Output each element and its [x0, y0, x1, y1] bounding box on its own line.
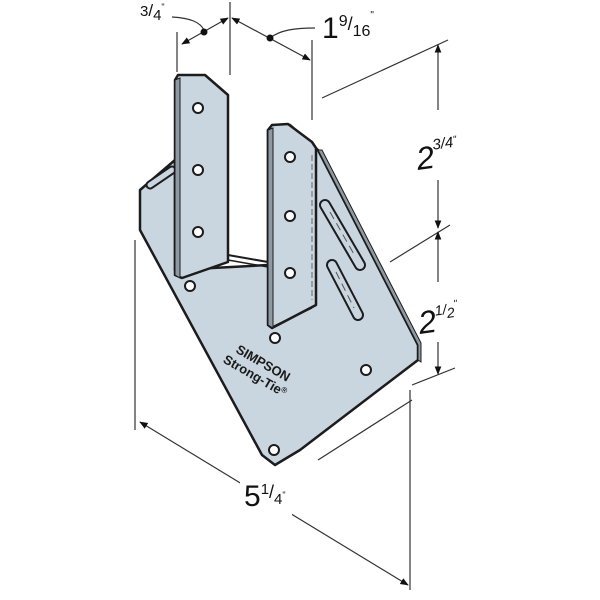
nail-hole [284, 151, 296, 163]
svg-text:21/2": 21/2" [415, 299, 462, 342]
slot-left [145, 165, 177, 190]
registered-mark: ® [279, 385, 289, 396]
nail-hole [269, 332, 281, 344]
dim-flange-width: 3/4" [140, 1, 165, 24]
slot-right-lower [326, 259, 364, 321]
dim-upper-height: 23/4" [413, 133, 462, 177]
slot-right-upper [319, 199, 366, 271]
nail-hole [192, 102, 204, 114]
nail-hole [284, 267, 296, 279]
left-flange [173, 73, 230, 280]
right-flange [266, 122, 318, 330]
dim-lower-height: 21/2" [415, 299, 462, 342]
svg-text:23/4": 23/4" [413, 133, 462, 177]
dim-overall-width: 51/4" [244, 480, 286, 513]
nail-hole [184, 280, 196, 292]
nail-hole [192, 226, 204, 238]
web-edge [227, 254, 269, 263]
nail-hole [284, 210, 296, 222]
dim-gap-width: 19/16" [322, 10, 374, 45]
nail-hole [360, 364, 372, 376]
nail-hole [268, 444, 280, 456]
nail-hole [192, 164, 204, 176]
